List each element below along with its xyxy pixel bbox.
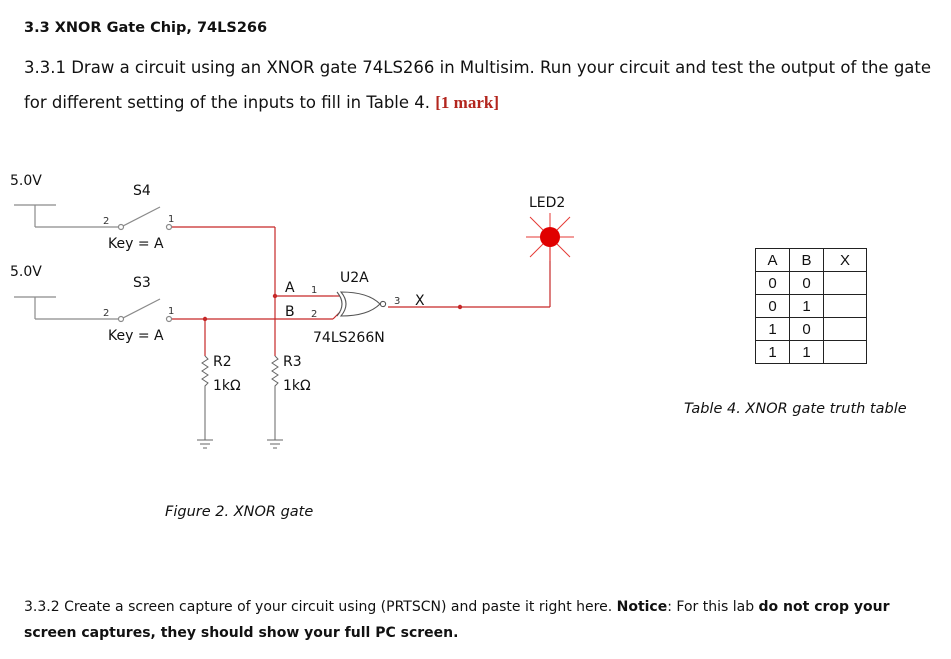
table-header-row: A B X [755, 248, 867, 272]
instruction-2-start: 3.3.2 Create a screen capture of your ci… [24, 599, 617, 615]
gate-pin3: 3 [394, 296, 400, 307]
s3-key-label: Key = A [108, 328, 164, 344]
cell-b: 1 [789, 340, 824, 364]
gate-pin1: 1 [311, 285, 317, 296]
instruction-text: for different setting of the inputs to f… [24, 93, 436, 112]
xnor-body [339, 291, 381, 317]
s4-label: S4 [133, 183, 151, 199]
input-b-label: B [285, 304, 295, 320]
xnor-gate-symbol [336, 291, 387, 317]
s3-contact-right [165, 315, 173, 323]
cell-a: 1 [755, 340, 790, 364]
cell-x[interactable] [823, 294, 867, 318]
junction-b [202, 316, 208, 322]
r2-value: 1kΩ [213, 378, 241, 394]
cell-a: 0 [755, 271, 790, 295]
cell-a: 1 [755, 317, 790, 341]
r3-resistor [271, 355, 279, 440]
instruction-2-line-1: 3.3.2 Create a screen capture of your ci… [24, 599, 890, 615]
header-x: X [823, 248, 867, 272]
table-caption: Table 4. XNOR gate truth table [684, 401, 907, 417]
cell-x[interactable] [823, 317, 867, 341]
table-row: 1 1 [755, 340, 867, 364]
no-crop-text: do not crop your [758, 599, 890, 615]
truth-table: A B X 0 0 0 1 1 0 1 1 [755, 248, 867, 364]
section-heading: 3.3 XNOR Gate Chip, 74LS266 [24, 20, 268, 36]
header-b: B [789, 248, 824, 272]
header-a: A [755, 248, 790, 272]
gate-name-label: U2A [340, 270, 369, 286]
table-row: 0 1 [755, 294, 867, 318]
s4-contact-right [165, 223, 173, 231]
instruction-2-line-2: screen captures, they should show your f… [24, 625, 459, 641]
s3-label: S3 [133, 275, 151, 291]
cell-x[interactable] [823, 340, 867, 364]
led-indicator [526, 213, 574, 261]
cell-x[interactable] [823, 271, 867, 295]
s3-pin1: 1 [168, 306, 174, 317]
figure-caption: Figure 2. XNOR gate [165, 504, 314, 520]
led-bulb [540, 227, 560, 247]
cell-b: 0 [789, 271, 824, 295]
xnor-bubble [379, 300, 387, 308]
instruction-line-1: 3.3.1 Draw a circuit using an XNOR gate … [24, 58, 932, 77]
s3-pin2: 2 [103, 308, 109, 319]
gate-pin2: 2 [311, 309, 317, 320]
r3-value: 1kΩ [283, 378, 311, 394]
instruction-2-mid: : For this lab [667, 599, 759, 615]
s3-switch-blade [120, 298, 161, 320]
instruction-line-2: for different setting of the inputs to f… [24, 93, 499, 113]
led-label: LED2 [529, 195, 565, 211]
input-a-label: A [285, 280, 295, 296]
xnor-circuit-diagram: 5.0V 5.0V S4 S3 Key = A Key = A LED2 U2A… [10, 173, 574, 449]
vcc-bottom-label: 5.0V [10, 264, 42, 280]
vcc-top-label: 5.0V [10, 173, 42, 189]
s4-contact-left [117, 223, 125, 231]
cell-b: 0 [789, 317, 824, 341]
gate-part-label: 74LS266N [313, 330, 385, 346]
junction-output [457, 304, 463, 310]
junction-a [272, 293, 278, 299]
table-row: 1 0 [755, 317, 867, 341]
cell-b: 1 [789, 294, 824, 318]
s4-key-label: Key = A [108, 236, 164, 252]
r2-label: R2 [213, 354, 232, 370]
s3-contact-left [117, 315, 125, 323]
mark-label: [1 mark] [435, 93, 499, 112]
cell-a: 0 [755, 294, 790, 318]
s4-pin2: 2 [103, 216, 109, 227]
table-row: 0 0 [755, 271, 867, 295]
output-x-label: X [415, 293, 425, 309]
s4-switch-blade [120, 206, 161, 228]
xnor-extra-curve [336, 291, 343, 317]
r3-label: R3 [283, 354, 302, 370]
s4-pin1: 1 [168, 214, 174, 225]
r2-resistor [201, 355, 209, 440]
notice-label: Notice [616, 599, 668, 615]
